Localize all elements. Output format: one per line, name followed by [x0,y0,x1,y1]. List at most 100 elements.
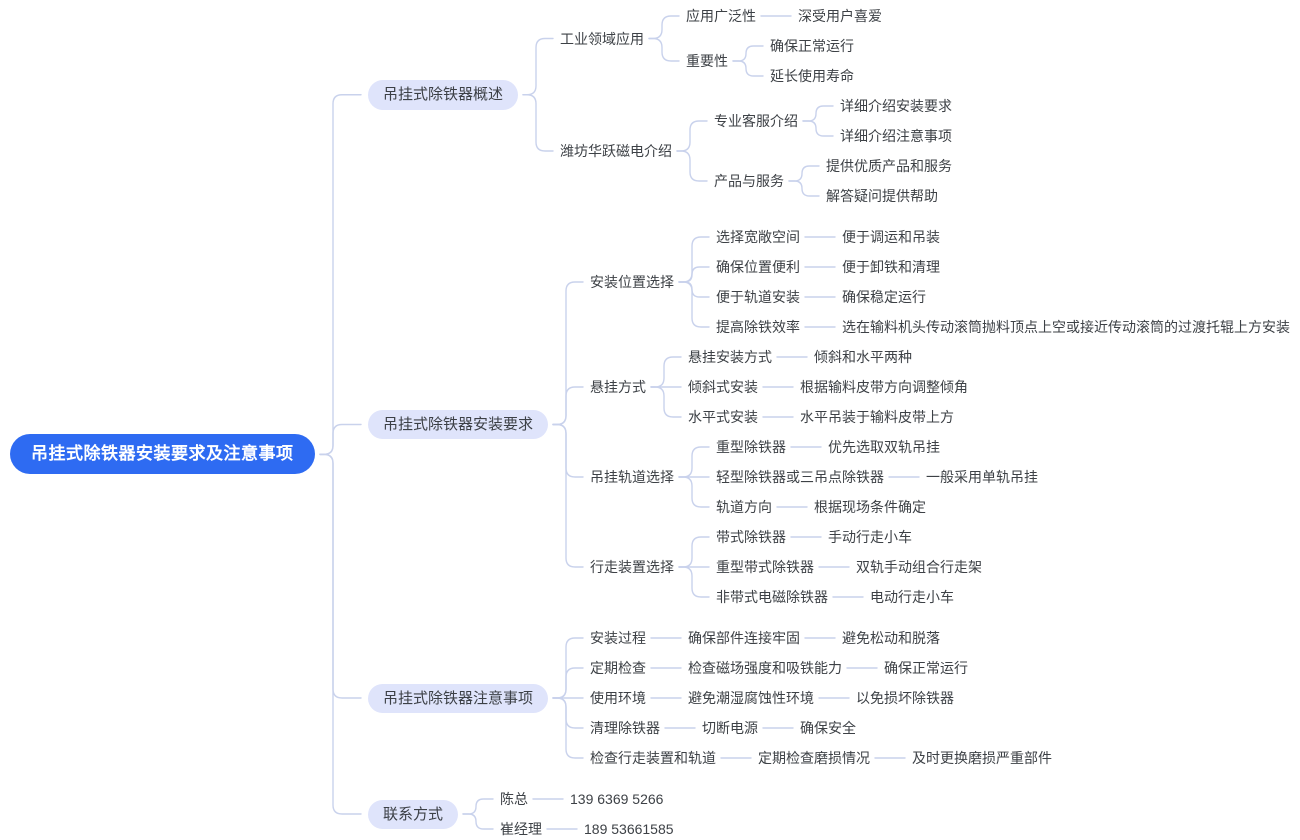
connector [552,667,584,699]
connector [678,266,710,283]
sub-topic[interactable]: 选择宽敞空间 [716,229,800,245]
sub-topic[interactable]: 及时更换磨损严重部件 [912,750,1052,766]
connector [732,45,764,62]
sub-topic[interactable]: 检查行走装置和轨道 [590,750,716,766]
sub-topic[interactable]: 切断电源 [702,720,758,736]
sub-topic[interactable]: 详细介绍安装要求 [840,98,952,114]
connector [648,15,680,40]
sub-topic[interactable]: 189 53661585 [584,821,674,837]
sub-topic[interactable]: 确保稳定运行 [842,289,926,305]
sub-topic[interactable]: 工业领域应用 [560,30,644,47]
connector [552,281,584,426]
sub-topic[interactable]: 安装过程 [590,630,646,646]
connector [678,281,710,298]
sub-topic[interactable]: 便于轨道安装 [716,289,800,305]
sub-topic[interactable]: 提高除铁效率 [716,319,800,335]
sub-topic[interactable]: 吊挂轨道选择 [590,469,674,485]
connector [552,697,584,729]
connector [678,236,710,283]
sub-topic[interactable]: 陈总 [500,791,528,807]
sub-topic[interactable]: 重要性 [686,53,728,69]
sub-topic[interactable]: 定期检查 [590,660,646,676]
sub-topic[interactable]: 产品与服务 [714,173,784,189]
connector [552,423,584,568]
sub-topic[interactable]: 一般采用单轨吊挂 [926,469,1038,485]
sub-topic[interactable]: 带式除铁器 [716,529,786,545]
sub-topic[interactable]: 使用环境 [590,690,646,706]
connector [802,105,834,122]
sub-topic[interactable]: 悬挂安装方式 [688,349,772,365]
connector [650,356,682,388]
sub-topic[interactable]: 提供优质产品和服务 [826,158,952,174]
connector [650,386,682,418]
sub-topic[interactable]: 水平式安装 [688,409,758,425]
sub-topic[interactable]: 应用广泛性 [686,8,756,24]
branch-topic[interactable]: 吊挂式除铁器概述 [368,80,519,110]
connector [522,37,554,96]
sub-topic[interactable]: 选在输料机头传动滚筒抛料顶点上空或接近传动滚筒的过渡托辊上方安装 [842,319,1290,335]
connector [788,165,820,182]
connector [678,536,710,568]
sub-topic[interactable]: 根据输料皮带方向调整倾角 [800,379,968,395]
sub-topic[interactable]: 倾斜式安装 [688,379,758,395]
sub-topic[interactable]: 避免潮湿腐蚀性环境 [688,690,814,706]
sub-topic[interactable]: 轨道方向 [716,499,772,515]
connector [678,446,710,478]
branch-topic[interactable]: 联系方式 [368,799,459,829]
sub-topic[interactable]: 潍坊华跃磁电介绍 [560,143,672,159]
sub-topic[interactable]: 重型带式除铁器 [716,559,814,575]
connector [648,37,680,62]
sub-topic[interactable]: 检查磁场强度和吸铁能力 [688,660,842,676]
sub-topic[interactable]: 根据现场条件确定 [814,499,926,515]
sub-topic[interactable]: 便于卸铁和清理 [842,259,940,275]
sub-topic[interactable]: 以免损坏除铁器 [856,690,954,706]
connector [522,94,554,152]
sub-topic[interactable]: 139 6369 5266 [570,791,664,807]
sub-topic[interactable]: 优先选取双轨吊挂 [828,439,940,455]
sub-topic[interactable]: 确保正常运行 [884,660,968,676]
sub-topic[interactable]: 确保安全 [800,720,856,736]
sub-topic[interactable]: 定期检查磨损情况 [758,750,870,766]
sub-topic[interactable]: 延长使用寿命 [770,68,854,84]
sub-topic[interactable]: 倾斜和水平两种 [814,349,912,365]
connector [319,423,362,456]
connector [678,281,710,328]
connector [552,386,584,426]
sub-topic[interactable]: 确保部件连接牢固 [688,630,800,646]
sub-topic[interactable]: 清理除铁器 [590,720,660,736]
connector [676,150,708,182]
sub-topic[interactable]: 详细介绍注意事项 [840,128,952,144]
connector [802,120,834,137]
sub-topic[interactable]: 确保正常运行 [770,38,854,54]
connector [678,476,710,508]
sub-topic[interactable]: 非带式电磁除铁器 [716,589,828,605]
root-topic[interactable]: 吊挂式除铁器安装要求及注意事项 [10,434,315,474]
sub-topic[interactable]: 双轨手动组合行走架 [856,559,982,575]
sub-topic[interactable]: 便于调运和吊装 [842,229,940,245]
connector [552,697,584,759]
connector [676,120,708,152]
sub-topic[interactable]: 确保位置便利 [716,259,800,275]
sub-topic[interactable]: 解答疑问提供帮助 [826,188,938,204]
sub-topic[interactable]: 重型除铁器 [716,439,786,455]
connector [319,94,362,456]
sub-topic[interactable]: 悬挂方式 [590,379,646,395]
sub-topic[interactable]: 专业客服介绍 [714,113,798,129]
connector [732,60,764,77]
connector [552,423,584,478]
sub-topic[interactable]: 避免松动和脱落 [842,630,940,646]
sub-topic[interactable]: 崔经理 [500,821,542,837]
sub-topic[interactable]: 手动行走小车 [828,529,912,545]
sub-topic[interactable]: 水平吊装于输料皮带上方 [800,409,954,425]
sub-topic[interactable]: 轻型除铁器或三吊点除铁器 [716,469,884,485]
sub-topic[interactable]: 安装位置选择 [590,274,674,290]
connector [462,813,494,830]
sub-topic[interactable]: 电动行走小车 [870,589,954,605]
sub-topic[interactable]: 深受用户喜爱 [798,8,882,24]
branch-topic[interactable]: 吊挂式除铁器安装要求 [368,410,549,440]
branch-topic[interactable]: 吊挂式除铁器注意事项 [368,683,549,713]
connector [788,180,820,197]
sub-topic[interactable]: 行走装置选择 [590,559,674,575]
